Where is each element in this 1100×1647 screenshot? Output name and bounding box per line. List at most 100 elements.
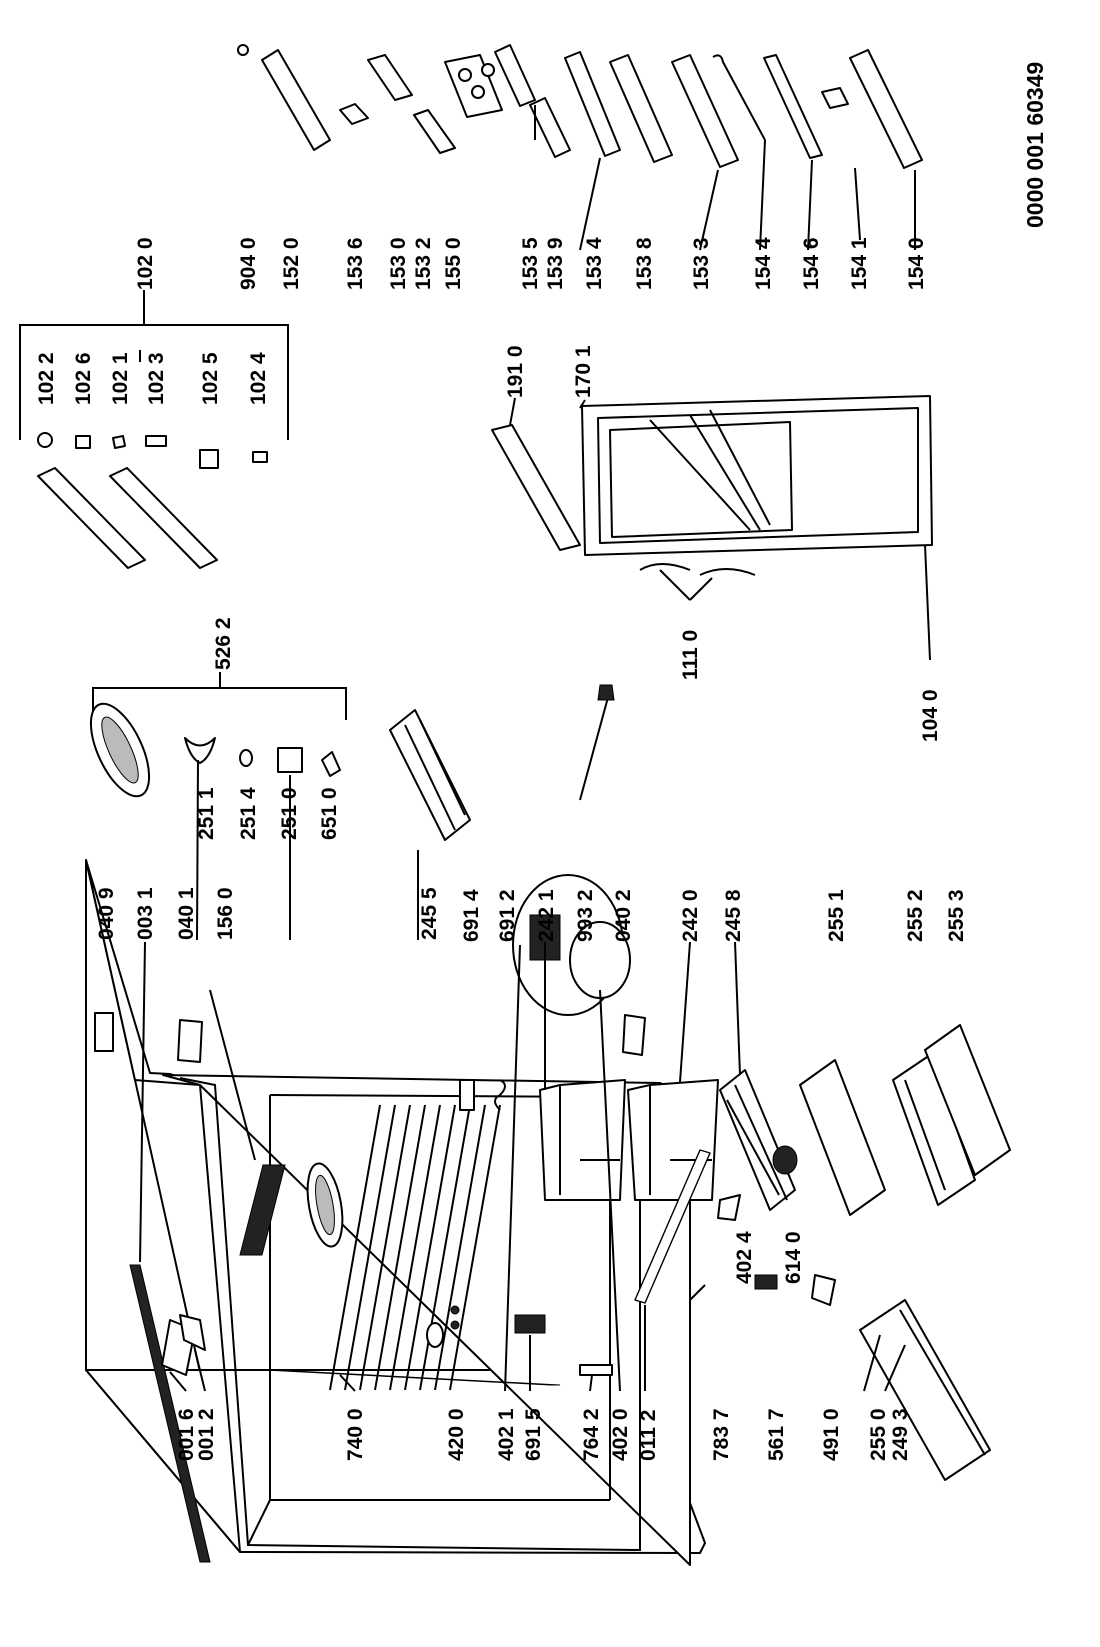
part-491-0 [811,1274,836,1306]
label-153-4: 153 4 [583,237,606,290]
part-561-7 [754,1274,778,1290]
part-402-4 [717,1194,741,1221]
label-691-2: 691 2 [496,889,519,942]
label-153-3: 153 3 [690,237,713,290]
part-153-9 [529,97,571,158]
label-102-3: 102 3 [145,352,168,405]
drawer-242-0 [627,1079,719,1201]
label-249-3: 249 3 [889,1408,912,1461]
door-104-0 [581,395,933,556]
label-561-7: 561 7 [765,1408,788,1461]
part-011-2-rail [634,1149,711,1304]
compressor-assembly [512,874,631,1016]
label-040-1: 040 1 [175,887,198,940]
label-153-6: 153 6 [344,237,367,290]
rail-154-6 [763,54,823,159]
part-420-0 [426,1305,460,1348]
label-153-2: 153 2 [412,237,435,290]
label-154-1: 154 1 [848,237,871,290]
shelf-255-3 [924,1024,1011,1176]
label-111-0: 111 0 [679,630,702,680]
label-255-2: 255 2 [904,889,927,942]
label-001-6: 001 6 [175,1408,198,1461]
label-001-2: 001 2 [195,1408,218,1461]
part-764-2 [579,1364,613,1376]
egg-tray-155-0 [444,54,503,118]
label-154-6: 154 6 [800,237,823,290]
part-153-4 [564,51,621,157]
label-152-0: 152 0 [280,237,303,290]
label-402-4: 402 4 [733,1231,756,1284]
part-153-6 [339,103,369,125]
label-242-0: 242 0 [679,889,702,942]
rack-153-3 [671,54,739,168]
label-155-0: 155 0 [442,237,465,290]
group-102-0 [19,290,289,569]
label-003-1: 003 1 [134,887,157,940]
group-526-2 [89,672,347,798]
label-402-0: 402 0 [609,1408,632,1461]
sensor-993-2 [579,684,615,801]
part-153-0 [367,54,413,101]
rod-154-4 [712,54,766,141]
cabinet-fan-unit [306,1162,344,1248]
label-255-0: 255 0 [867,1408,890,1461]
label-251-1: 251 1 [195,787,218,840]
drawer-242-1 [539,1079,626,1201]
label-153-9: 153 9 [544,237,567,290]
label-153-5: 153 5 [519,237,542,290]
label-102-5: 102 5 [199,352,222,405]
label-614-0: 614 0 [782,1231,805,1284]
rack-153-8 [609,54,673,163]
part-153-5 [494,44,536,107]
label-420-0: 420 0 [445,1408,468,1461]
shelf-255-2 [892,1054,976,1206]
label-102-4: 102 4 [247,352,270,405]
label-104-0: 104 0 [919,689,942,742]
part-783-7 [689,1284,706,1301]
part-904-0 [237,44,249,56]
cabinet-shelf-rails [329,1104,501,1391]
part-691-2 [494,1079,506,1111]
label-191-0: 191 0 [504,345,527,398]
shelf-255-1 [799,1059,886,1216]
label-245-8: 245 8 [722,889,745,942]
label-255-3: 255 3 [945,889,968,942]
part-040-2 [622,1014,646,1056]
label-251-4: 251 4 [237,787,260,840]
label-740-0: 740 0 [344,1408,367,1461]
label-526-2: 526 2 [212,617,235,670]
label-764-2: 764 2 [580,1408,603,1461]
document-number: 0000 001 60349 [1022,62,1048,228]
glass-shelf-255-0 [859,1299,991,1481]
label-491-0: 491 0 [820,1408,843,1461]
wire-basket-245-5 [389,709,471,841]
part-154-1 [821,87,849,109]
label-242-1: 242 1 [535,889,558,942]
door-hinge-covers-111-0 [639,563,756,576]
label-651-0: 651 0 [318,787,341,840]
part-040-1 [177,1019,203,1063]
label-040-9: 040 9 [95,887,118,940]
evaporator-grid-156-0 [239,1164,286,1256]
leader-lines [139,105,931,1392]
label-153-8: 153 8 [633,237,656,290]
label-011-2: 011 2 [637,1410,660,1461]
door-gasket-part-191-0 [491,424,581,551]
shelf-245-8 [719,1069,796,1211]
label-255-1: 255 1 [825,889,848,942]
condenser-740-0 [264,1369,561,1386]
label-251-0: 251 0 [278,787,301,840]
label-245-5: 245 5 [418,887,441,940]
part-153-2 [413,109,456,154]
hinge-part-001-2 [179,1314,206,1351]
label-691-4: 691 4 [460,889,483,942]
label-154-0: 154 0 [905,237,928,290]
label-153-0: 153 0 [387,237,410,290]
label-783-7: 783 7 [710,1408,733,1461]
part-labels: 001 6 001 2 740 0 420 0 402 1 691 5 764 … [35,62,1048,1461]
label-102-1: 102 1 [109,352,132,405]
label-402-1: 402 1 [495,1408,518,1461]
rack-154-0 [849,49,923,169]
